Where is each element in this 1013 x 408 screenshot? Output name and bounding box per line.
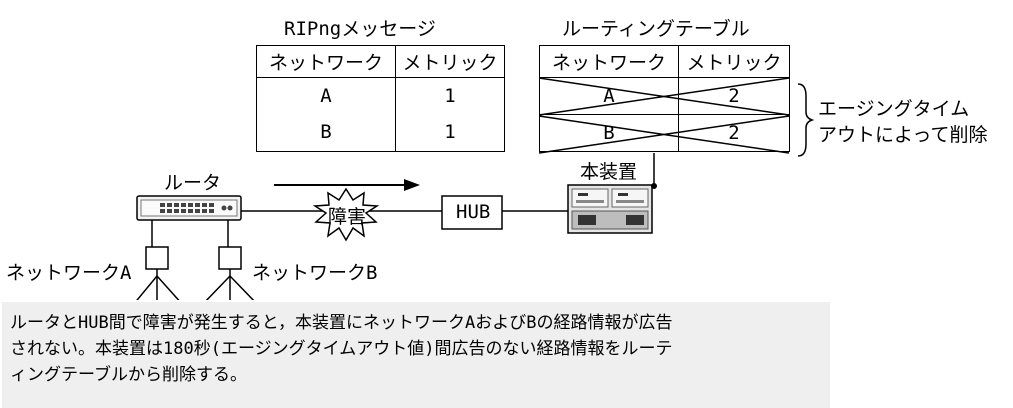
note-line: されない。本装置は180秒(エージングタイムアウト値)間広告のない経路情報をルー… — [10, 339, 673, 359]
ripng-cell-network: B — [256, 113, 396, 152]
note-line: ルータとHUB間で障害が発生すると，本装置にネットワークAおよびBの経路情報が広… — [10, 313, 673, 333]
aging-brace — [797, 83, 815, 157]
ripng-table: ネットワーク メトリック A 1 B 1 — [256, 45, 505, 152]
routing-cell-metric: 2 — [678, 114, 790, 152]
ripng-cell-metric: 1 — [395, 77, 505, 114]
ripng-title: RIPngメッセージ — [284, 18, 436, 40]
hub-label: HUB — [456, 201, 491, 223]
device-label: 本装置 — [580, 161, 638, 183]
table-row: A 2 — [539, 77, 790, 115]
aging-label-line2: アウトによって削除 — [818, 124, 988, 146]
routing-cell-metric: 2 — [678, 77, 790, 115]
fault-burst-icon — [312, 187, 380, 242]
connector-dot — [651, 183, 657, 189]
router-icon — [136, 195, 242, 221]
routing-header-network: ネットワーク — [539, 45, 679, 78]
device-icon — [567, 184, 653, 234]
deleted-routes-cross — [539, 78, 789, 154]
ripng-header-row: ネットワーク メトリック — [256, 45, 505, 78]
routing-header-row: ネットワーク メトリック — [539, 45, 790, 78]
ripng-cell-metric: 1 — [395, 113, 505, 152]
network-a-label: ネットワークA — [6, 262, 132, 284]
note-line: ィングテーブルから削除する。 — [10, 365, 247, 385]
hub-box — [441, 195, 503, 230]
message-direction-arrow — [274, 179, 420, 191]
network-b-links — [205, 220, 255, 300]
ripng-cell-network: A — [256, 77, 396, 114]
routing-header-metric: メトリック — [678, 45, 790, 78]
network-diagram — [136, 83, 815, 300]
explanation-note: ルータとHUB間で障害が発生すると，本装置にネットワークAおよびBの経路情報が広… — [2, 302, 830, 408]
ripng-header-network: ネットワーク — [256, 45, 396, 78]
network-a-links — [136, 220, 180, 300]
fault-label: 障害 — [328, 206, 367, 228]
table-row: A 1 — [256, 77, 505, 114]
aging-label-line1: エージングタイム — [818, 98, 970, 120]
table-row: B 1 — [256, 113, 505, 152]
network-b-label: ネットワークB — [252, 262, 378, 284]
routing-table-title: ルーティングテーブル — [562, 18, 750, 40]
router-label: ルータ — [164, 172, 222, 194]
ripng-header-metric: メトリック — [395, 45, 505, 78]
routing-table: ネットワーク メトリック A 2 B 2 — [539, 45, 790, 152]
